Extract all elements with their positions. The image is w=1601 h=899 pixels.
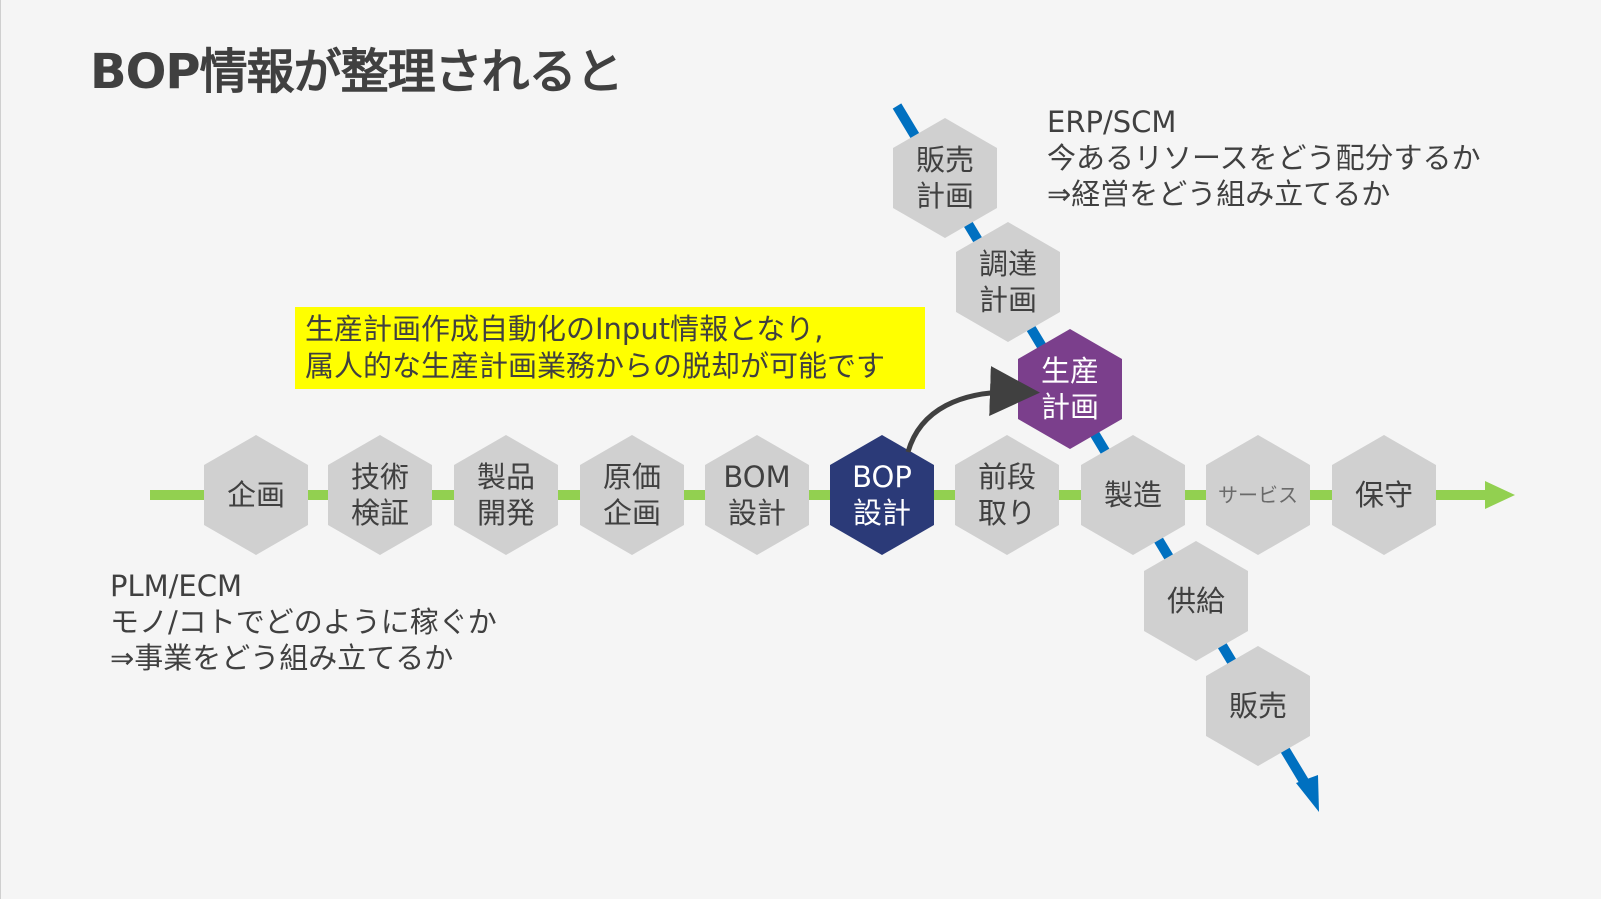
hex-label: 計画 bbox=[1041, 390, 1099, 424]
hex-label: 製造 bbox=[1104, 478, 1162, 512]
hex-service: サービス bbox=[1206, 435, 1310, 555]
hex-label: 検証 bbox=[351, 496, 409, 530]
hex-label: 開発 bbox=[477, 496, 535, 530]
supply-chain-arrowhead bbox=[1296, 775, 1319, 812]
hex-kikaku: 企画 bbox=[204, 435, 308, 555]
hex-label: 計画 bbox=[979, 283, 1037, 317]
hex-label: 計画 bbox=[916, 179, 974, 213]
hex-label: 販売 bbox=[916, 143, 974, 177]
hex-label: BOP bbox=[852, 460, 912, 494]
callout-line-1: 生産計画作成自動化のInput情報となり, bbox=[305, 312, 824, 346]
hex-shape bbox=[1206, 435, 1310, 555]
hex-shape bbox=[1206, 646, 1310, 766]
hex-label: 企画 bbox=[603, 496, 661, 530]
hex-label: 調達 bbox=[979, 247, 1037, 281]
hex-label: 生産 bbox=[1041, 354, 1099, 388]
erp-scm-note: ERP/SCM 今あるリソースをどう配分するか ⇒経営をどう組み立てるか bbox=[1047, 104, 1481, 212]
hex-label: 供給 bbox=[1167, 584, 1225, 618]
plm-note-line-2: モノ/コトでどのように稼ぐか bbox=[110, 605, 497, 639]
hex-label: 保守 bbox=[1355, 478, 1413, 512]
hex-shape bbox=[328, 435, 432, 555]
hex-label: 設計 bbox=[853, 496, 911, 530]
bop-to-plan-arrow bbox=[905, 366, 1040, 453]
hex-shape bbox=[204, 435, 308, 555]
hex-shape bbox=[454, 435, 558, 555]
hex-hoshu: 保守 bbox=[1332, 435, 1436, 555]
erp-note-line-3: ⇒経営をどう組み立てるか bbox=[1047, 177, 1391, 211]
hex-shape bbox=[830, 435, 934, 555]
hex-label: BOM bbox=[723, 460, 790, 494]
hex-label: 原価 bbox=[603, 460, 661, 494]
hex-shape bbox=[893, 118, 997, 238]
hex-label: 企画 bbox=[227, 478, 285, 512]
plm-note-line-3: ⇒事業をどう組み立てるか bbox=[110, 641, 454, 675]
page-title: BOP情報が整理されると bbox=[90, 44, 624, 100]
hex-seisan-keikaku: 生産計画 bbox=[1018, 329, 1122, 449]
slide-border bbox=[0, 0, 1, 899]
erp-note-line-2: 今あるリソースをどう配分するか bbox=[1047, 141, 1481, 175]
hex-shape bbox=[1144, 541, 1248, 661]
hex-label: 前段 bbox=[978, 460, 1036, 494]
hex-shape bbox=[1332, 435, 1436, 555]
callout-line-2: 属人的な生産計画業務からの脱却が可能です bbox=[305, 349, 886, 383]
hex-shape bbox=[705, 435, 809, 555]
hex-label: 設計 bbox=[728, 496, 786, 530]
callout-box: 生産計画作成自動化のInput情報となり, 属人的な生産計画業務からの脱却が可能… bbox=[295, 307, 925, 389]
plm-ecm-note: PLM/ECM モノ/コトでどのように稼ぐか ⇒事業をどう組み立てるか bbox=[110, 568, 497, 676]
process-arrowhead bbox=[1485, 481, 1515, 509]
hex-hanbai: 販売 bbox=[1206, 646, 1310, 766]
hex-shape bbox=[956, 222, 1060, 342]
erp-note-line-1: ERP/SCM bbox=[1047, 105, 1177, 139]
hex-shape bbox=[1018, 329, 1122, 449]
hex-label: サービス bbox=[1218, 483, 1298, 507]
plm-note-line-1: PLM/ECM bbox=[110, 569, 243, 603]
hex-kyokyu: 供給 bbox=[1144, 541, 1248, 661]
hex-label: 取り bbox=[978, 496, 1036, 530]
hex-label: 販売 bbox=[1229, 689, 1287, 723]
hex-seizo: 製造 bbox=[1081, 435, 1185, 555]
hex-shape bbox=[955, 435, 1059, 555]
hex-label: 技術 bbox=[351, 460, 409, 494]
hex-shape bbox=[580, 435, 684, 555]
hex-shape bbox=[1081, 435, 1185, 555]
hex-label: 製品 bbox=[477, 460, 535, 494]
